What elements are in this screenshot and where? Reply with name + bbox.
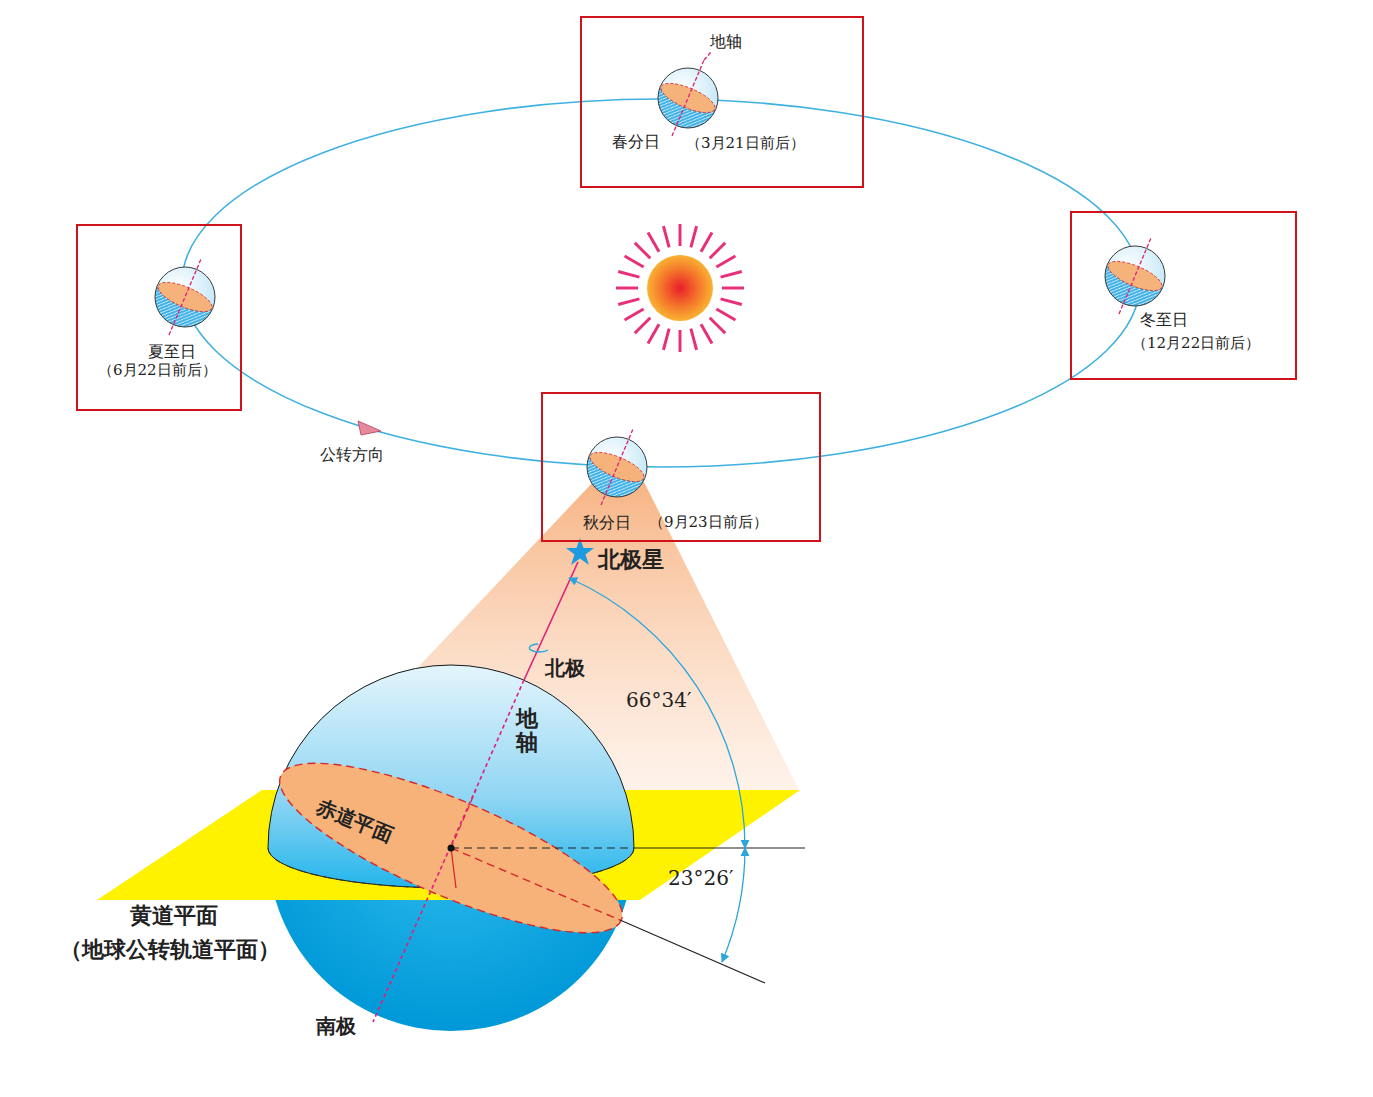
sun-ray (721, 271, 742, 277)
earth-small (572, 429, 649, 513)
sun-ray (635, 243, 651, 259)
star-label: 北极星 (598, 546, 664, 572)
season-box: 地轴春分日 （3月21日前后） (580, 16, 864, 188)
sun-ray (710, 243, 726, 259)
sun-ray (710, 318, 726, 334)
pole-label: 南极 (316, 1014, 356, 1038)
direction-label: 公转方向 (320, 445, 384, 464)
sun-ray (625, 309, 644, 320)
pole-star (566, 538, 594, 565)
angle-label: 23°26′ (668, 866, 733, 890)
season-text: （12月22日前后） (1130, 334, 1262, 352)
season-box: 冬至日 （12月22日前后） (1070, 211, 1297, 380)
sun-ray (618, 271, 639, 277)
angle-arc (722, 848, 745, 962)
plane-label: 黄道平面 (130, 902, 218, 928)
axis-label: 地轴 (710, 32, 742, 51)
angle-label: 66°34′ (626, 688, 691, 712)
orbit (182, 99, 1140, 467)
sun-ray (625, 256, 644, 267)
sun-ray (716, 309, 735, 320)
sun-ray (635, 318, 651, 334)
season-text: （3月21日前后） (686, 134, 805, 152)
season-box: 夏至日（6月22日前后） (76, 224, 242, 411)
sun-ray (616, 287, 638, 290)
angle-arc (569, 578, 745, 848)
sun-ray (679, 330, 682, 352)
sun-ray (663, 226, 669, 247)
sun-ray (722, 287, 744, 290)
earth-small (140, 259, 217, 343)
sun-ray (663, 329, 669, 350)
season-text: （6月22日前后） (96, 361, 219, 379)
sun-ray (691, 226, 697, 247)
season-text: 春分日 (612, 132, 660, 151)
sun-ray (648, 324, 659, 343)
season-box: 秋分日 （9月23日前后） (541, 392, 821, 542)
season-text: （9月23日前后） (649, 513, 768, 531)
sun-ray (691, 329, 697, 350)
season-text: 夏至日 (146, 342, 198, 361)
season-text: 秋分日 (583, 513, 631, 532)
sun-ray (679, 224, 682, 246)
sun-ray (648, 233, 659, 252)
orbit-arrow (358, 421, 381, 435)
sun-ray (701, 324, 712, 343)
sun (616, 224, 744, 352)
earth-small (643, 60, 720, 144)
pole-label: 北极 (545, 656, 585, 680)
axis-label: 地轴 (516, 706, 538, 754)
sun-ray (701, 233, 712, 252)
sun-ray (721, 299, 742, 305)
sun-ray (618, 299, 639, 305)
season-text: 冬至日 (1138, 310, 1190, 329)
sun-ray (716, 256, 735, 267)
plane-label: （地球公转轨道平面） (60, 936, 280, 962)
